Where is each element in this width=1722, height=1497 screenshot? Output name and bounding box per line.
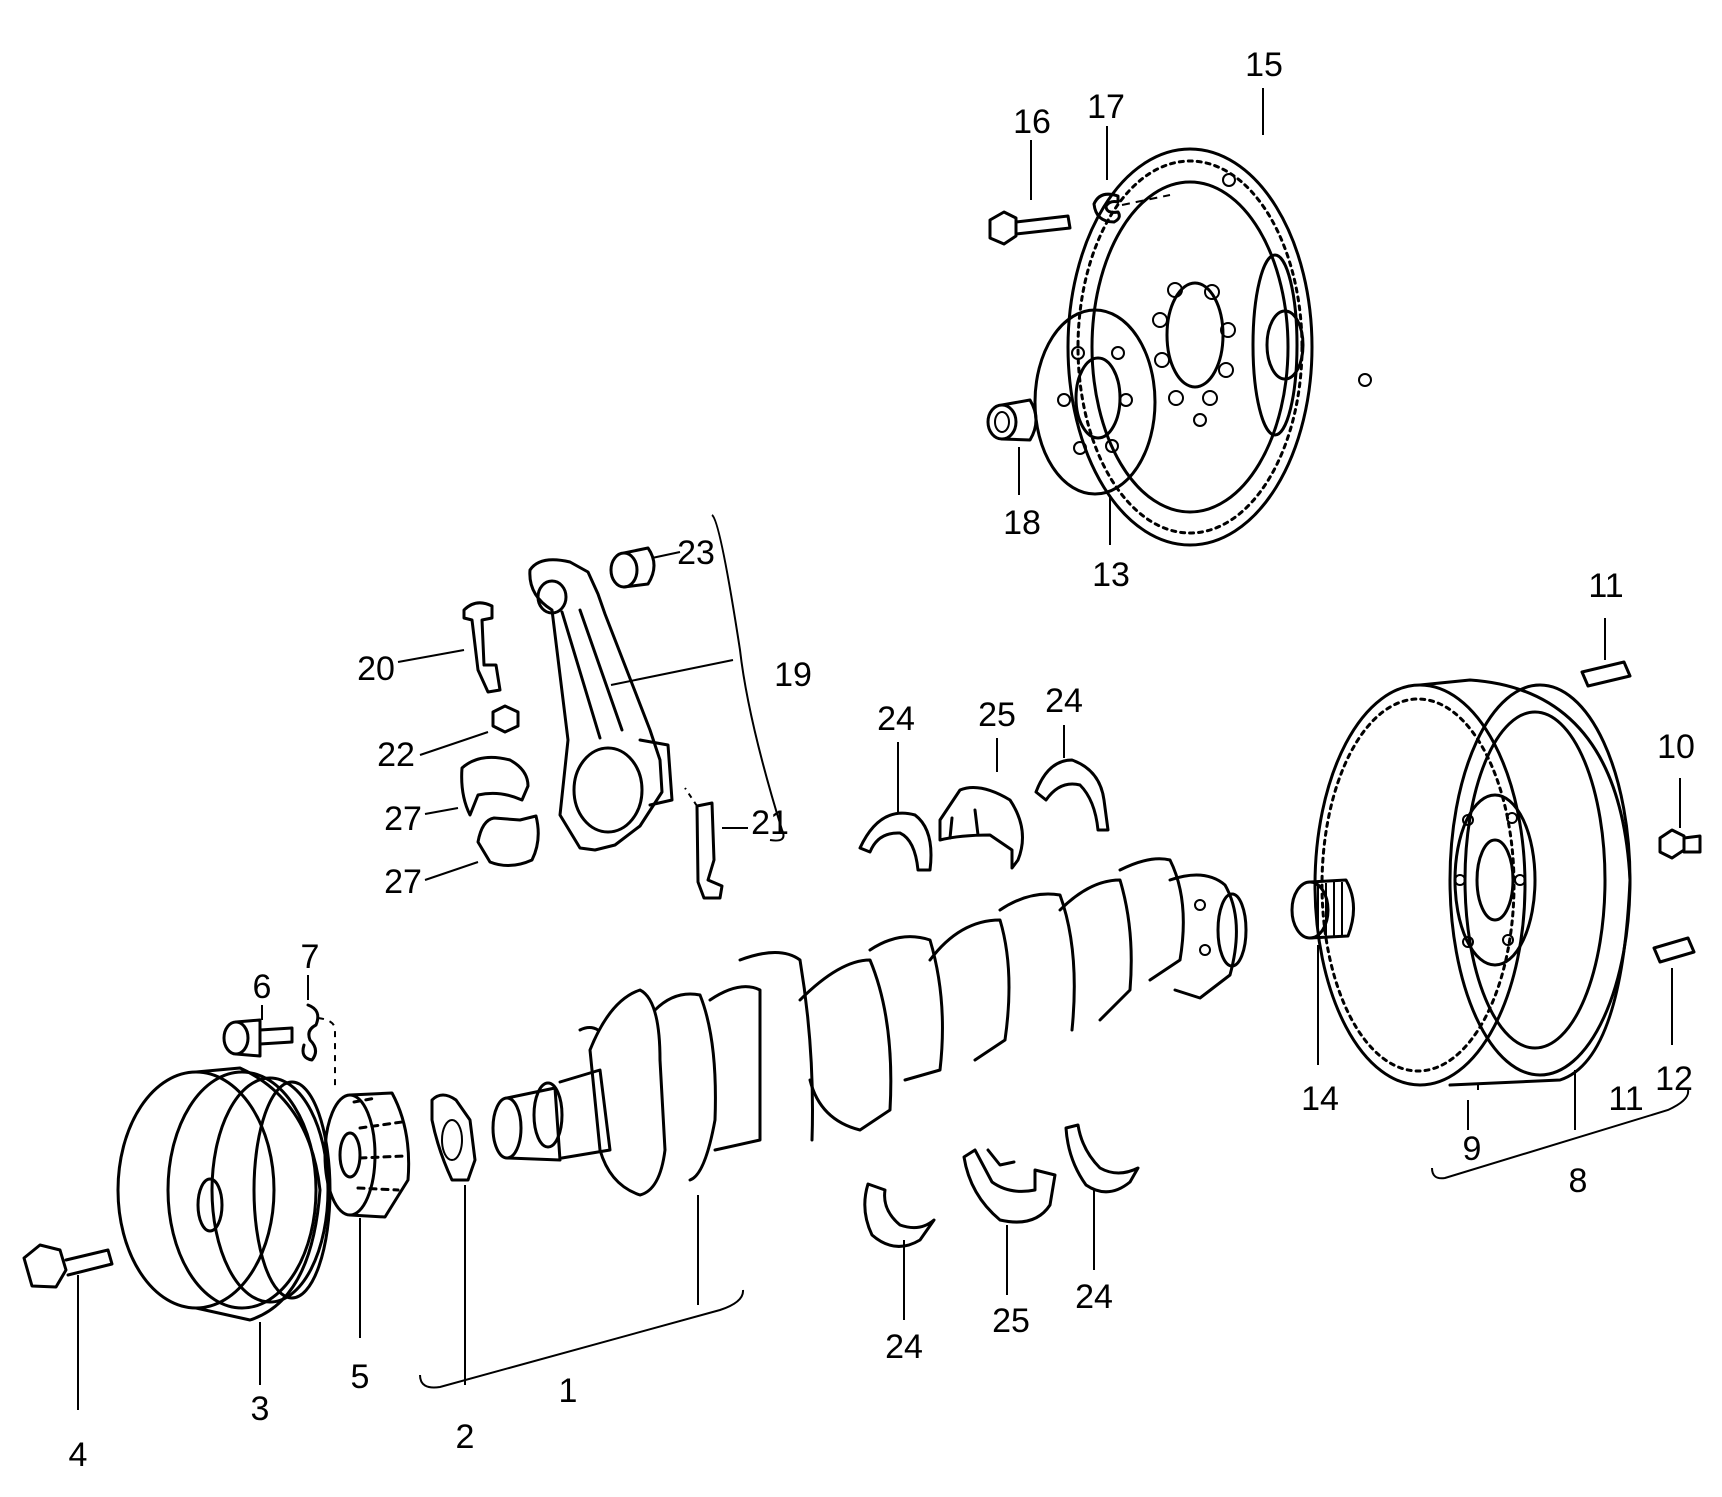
connecting-rod [528,558,674,852]
callout-3: 3 [251,1390,270,1428]
seal-flange-2 [430,1093,477,1182]
callout-23: 23 [677,534,715,572]
rod-bearing-27-lower [476,814,540,867]
callout-20: 20 [357,650,395,688]
timing-sprocket [323,1091,411,1219]
rod-bolt-20 [462,601,502,694]
callout-24b: 24 [1045,682,1083,720]
drive-plate [1033,308,1157,496]
main-bearing-25-upper [938,786,1024,870]
thrust-washer-24-lower-left [863,1182,936,1248]
thrust-washer-24-upper-right [1034,758,1110,832]
callout-24a: 24 [877,700,915,738]
callout-13: 13 [1092,556,1130,594]
pin-11-top [1580,660,1632,688]
callout-6: 6 [253,968,272,1006]
bolt-6 [222,1018,294,1058]
callout-4: 4 [69,1436,88,1474]
callout-14: 14 [1301,1080,1339,1118]
callout-25b: 25 [992,1302,1030,1340]
callout-27b: 27 [384,863,422,901]
nut-22 [491,704,520,734]
pin-7 [301,1003,320,1062]
callout-17: 17 [1087,88,1125,126]
thrust-washer-24-lower-right [1064,1123,1140,1194]
main-bearing-25-lower [962,1148,1057,1224]
rod-bearing-27-upper [460,755,530,817]
bolt-16 [988,210,1072,246]
callout-15: 15 [1245,46,1283,84]
crankshaft [491,857,1248,1197]
callout-labels: 15 16 17 18 13 23 19 20 22 27 27 21 24 2… [69,46,1695,1474]
callout-9: 9 [1463,1130,1482,1168]
callout-24d: 24 [1075,1278,1113,1316]
callout-5: 5 [351,1358,370,1396]
callout-2: 2 [456,1418,475,1456]
rod-bolt-21 [695,801,724,900]
pulley-vibration-damper [116,1066,332,1322]
callout-25a: 25 [978,696,1016,734]
callout-24c: 24 [885,1328,923,1366]
screw-10 [1658,828,1702,860]
bushing [986,398,1038,442]
flywheel-ring-gear [1066,147,1372,547]
callout-16: 16 [1013,103,1051,141]
callout-22: 22 [377,736,415,774]
callout-27a: 27 [384,800,422,838]
thrust-washer-24-upper-left [858,811,933,872]
pin-11-right [1652,936,1696,964]
needle-bearing-14 [1290,878,1355,940]
callout-7: 7 [301,938,320,976]
small-end-bushing [609,546,656,589]
callout-10: 10 [1657,728,1695,766]
callout-18: 18 [1003,504,1041,542]
washer-17 [1092,192,1121,224]
dual-mass-flywheel [1313,678,1632,1087]
callout-11b: 11 [1608,1080,1643,1118]
callout-8: 8 [1569,1162,1588,1200]
callout-1: 1 [559,1372,578,1410]
callout-21: 21 [751,804,789,842]
pulley-bolt [22,1243,114,1289]
leader-lines [77,88,1690,1410]
callout-12: 12 [1655,1060,1693,1098]
callout-11a: 11 [1588,567,1623,605]
callout-19: 19 [774,656,812,694]
